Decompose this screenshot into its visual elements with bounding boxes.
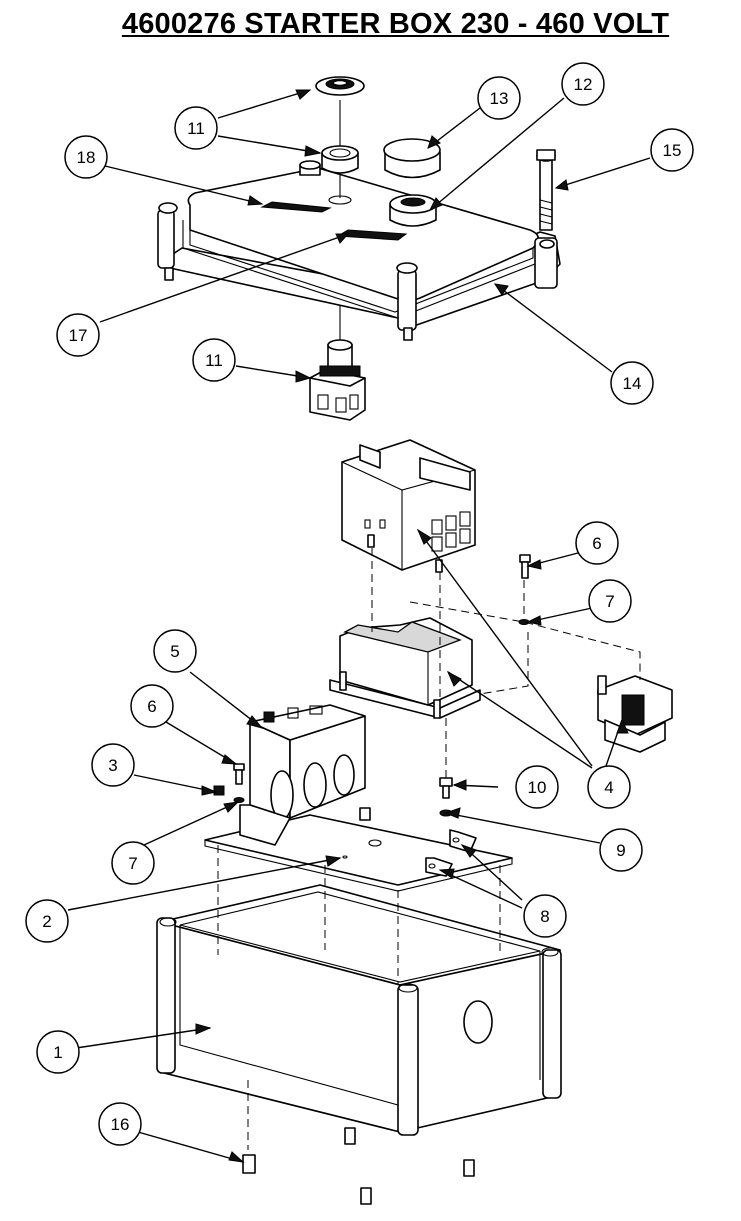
callout-6-right: 6 (575, 521, 619, 565)
pushbutton-part-13 (383, 138, 441, 179)
contact-block-part-11 (309, 339, 366, 421)
assembly-dashed-lines (217, 548, 641, 1150)
callout-8: 8 (523, 894, 567, 938)
diagram-title-text: 4600276 STARTER BOX 230 - 460 VOLT (121, 8, 670, 40)
button-cap-part-11 (315, 76, 365, 174)
callout-15: 15 (650, 128, 694, 172)
washer-part-7-left (233, 797, 245, 803)
callout-6-left: 6 (130, 684, 174, 728)
coil-part-4 (597, 675, 673, 753)
screw-part-6-right (519, 554, 531, 579)
callout-label: 4 (604, 778, 613, 797)
callout-label: 7 (605, 592, 614, 611)
callout-11-top: 11 (174, 106, 218, 150)
callout-label: 15 (663, 141, 682, 160)
leader-arrowheads (195, 89, 629, 1163)
callout-label: 9 (616, 841, 625, 860)
lid-cover (157, 100, 561, 345)
callout-label: 11 (187, 119, 205, 138)
callout-16: 16 (98, 1102, 142, 1146)
callout-label: 6 (147, 697, 156, 716)
callout-17: 17 (56, 313, 100, 357)
callout-14: 14 (610, 361, 654, 405)
callout-label: 3 (108, 756, 117, 775)
callout-5: 5 (153, 629, 197, 673)
screw-part-6-left (233, 763, 245, 785)
callout-18: 18 (64, 135, 108, 179)
callout-label: 2 (42, 912, 51, 931)
callout-4: 4 (587, 765, 631, 809)
callout-label: 10 (528, 778, 547, 797)
contactor-part-4 (341, 439, 476, 573)
callout-label: 18 (77, 148, 96, 167)
pushbutton-part-12 (389, 194, 437, 227)
callout-7-right: 7 (588, 579, 632, 623)
callout-label: 11 (205, 351, 223, 370)
enclosure-box-part-1 (156, 884, 562, 1136)
callout-11-bottom: 11 (192, 338, 236, 382)
callout-13: 13 (477, 76, 521, 120)
callout-label: 13 (490, 89, 509, 108)
callout-label: 14 (623, 374, 642, 393)
callout-label: 12 (574, 75, 593, 94)
callout-12: 12 (561, 62, 605, 106)
overload-relay-part-5 (239, 704, 371, 846)
callout-10: 10 (515, 765, 559, 809)
callout-2: 2 (25, 899, 69, 943)
callout-label: 6 (592, 534, 601, 553)
callout-1: 1 (36, 1030, 80, 1074)
callout-label: 7 (128, 854, 137, 873)
lid-nut (299, 160, 321, 176)
diagram-title: 4600276 STARTER BOX 230 - 460 VOLT (0, 8, 741, 41)
callout-9: 9 (599, 828, 643, 872)
callout-label: 1 (53, 1043, 62, 1062)
feet-part-16 (242, 1127, 475, 1205)
callout-label: 5 (170, 642, 179, 661)
bolt-part-10 (439, 777, 453, 799)
bolt-part-15 (536, 149, 556, 231)
leader-lines (67, 89, 651, 1163)
contactor-base-part-4 (329, 617, 481, 719)
callout-label: 16 (111, 1115, 130, 1134)
nut-part-3 (213, 785, 225, 796)
callout-label: 8 (540, 907, 549, 926)
callout-7-left: 7 (111, 841, 155, 885)
callout-3: 3 (91, 743, 135, 787)
callout-label: 17 (69, 326, 88, 345)
